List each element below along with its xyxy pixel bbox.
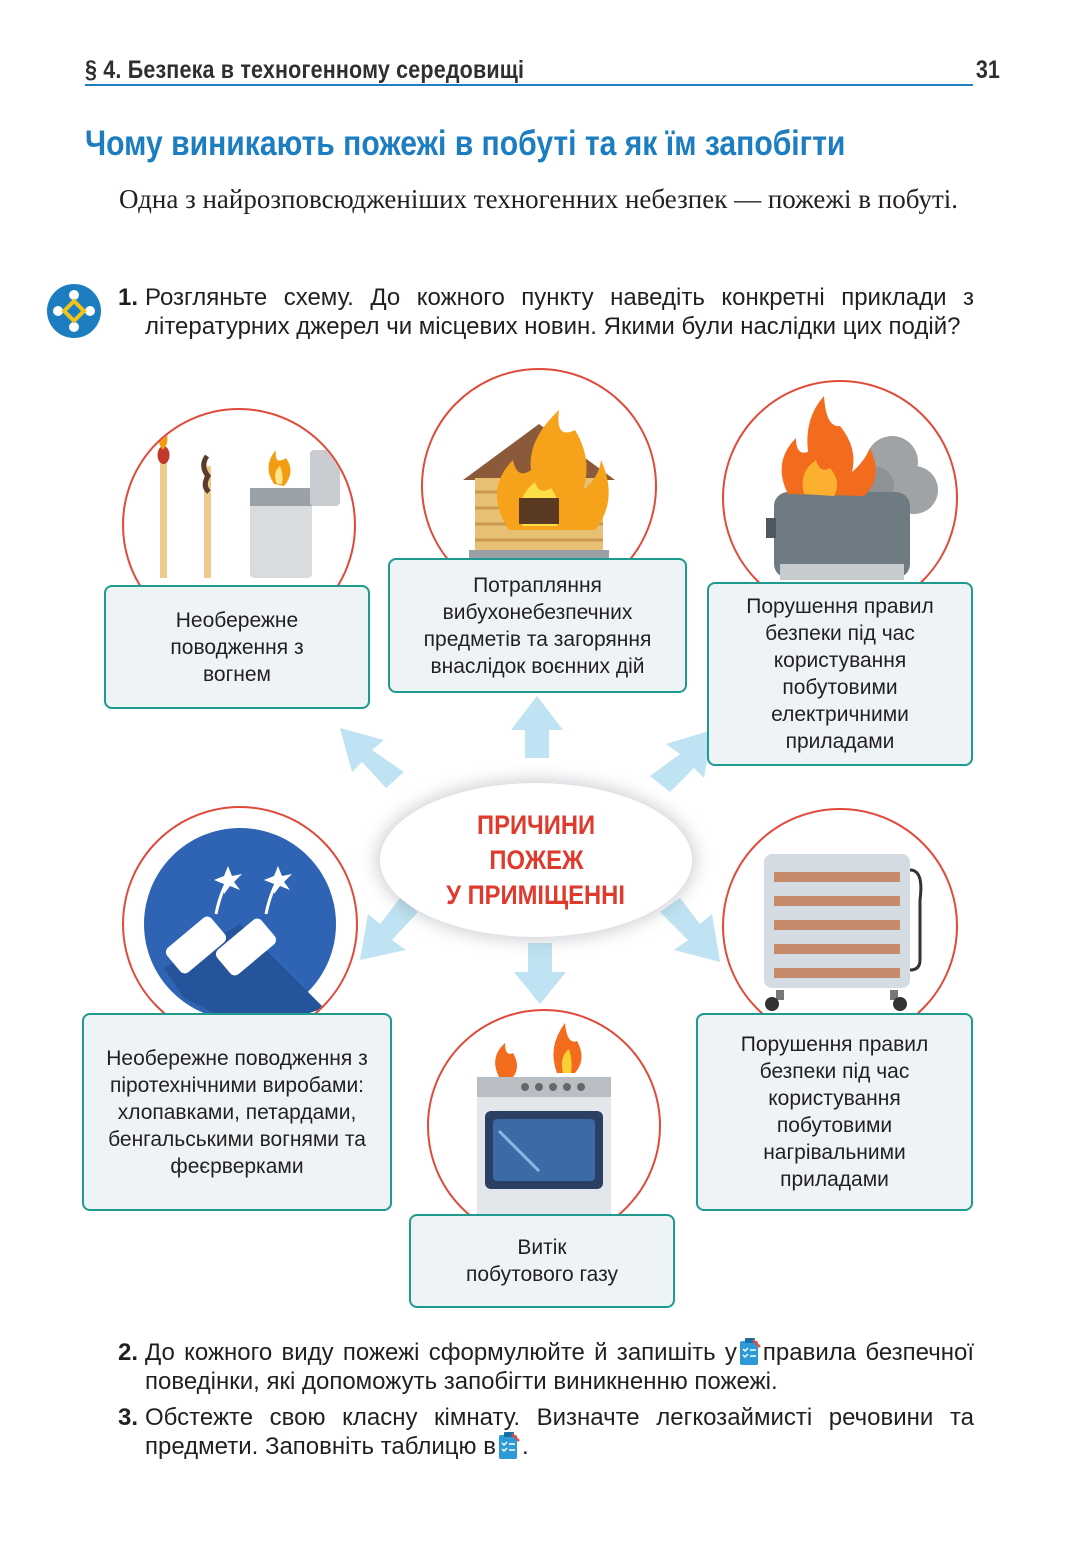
center-line-2: ПОЖЕЖ	[489, 843, 583, 878]
cause-text: Необережне поводження з піротехнічними в…	[96, 1045, 378, 1180]
group-activity-icon	[46, 283, 102, 339]
task-text-b: .	[522, 1433, 529, 1460]
arrow-up-right	[650, 730, 712, 792]
arrow-up-left	[340, 728, 404, 788]
center-line-1: ПРИЧИНИ	[477, 808, 595, 843]
cause-text: Порушення правил безпеки під час користу…	[727, 593, 953, 755]
task-text-a: Обстежте свою класну кімнату. Визначте л…	[145, 1404, 974, 1460]
diagram-center-label: ПРИЧИНИ ПОЖЕЖ У ПРИМІЩЕННІ	[380, 783, 692, 937]
task-number: 3.	[118, 1403, 138, 1432]
cause-box-gas: Витік побутового газу	[409, 1214, 675, 1308]
task-text-a: До кожного виду пожежі сформулюйте й зап…	[145, 1339, 737, 1366]
illustration-gas-stove	[427, 1009, 661, 1243]
task-number: 1.	[118, 283, 138, 312]
arrow-down-right	[660, 898, 720, 962]
illustration-burning-toaster	[722, 380, 958, 616]
intro-paragraph: Одна з найрозповсюдженіших техногенних н…	[85, 182, 973, 216]
task-text: Розгляньте схему. До кожного пункту наве…	[145, 283, 974, 341]
running-header: § 4. Безпека в техногенному середовищі 3…	[85, 54, 1000, 88]
illustration-electric-heater	[722, 808, 958, 1044]
cause-box-heating: Порушення правил безпеки під час користу…	[696, 1013, 973, 1211]
cause-box-pyro: Необережне поводження з піротехнічними в…	[82, 1013, 392, 1211]
cause-box-explosive: Потрапляння вибухонебезпечних предметів …	[388, 558, 687, 693]
task-number: 2.	[118, 1338, 138, 1367]
page-number: 31	[976, 56, 1000, 85]
cause-text: Витік побутового газу	[461, 1234, 623, 1288]
arrow-down	[514, 943, 566, 1004]
workbook-icon	[498, 1432, 520, 1460]
subsection-heading: Чому виникають пожежі в побуті та як їм …	[85, 124, 845, 164]
illustration-firecrackers	[122, 806, 358, 1042]
cause-box-electric: Порушення правил безпеки під час користу…	[707, 582, 973, 766]
cause-text: Порушення правил безпеки під час користу…	[716, 1031, 953, 1193]
arrow-up	[511, 696, 563, 758]
cause-box-fire: Необережне поводження з вогнем	[104, 585, 370, 709]
workbook-icon	[739, 1338, 761, 1366]
arrow-down-left	[360, 898, 418, 960]
cause-text: Потрапляння вибухонебезпечних предметів …	[406, 572, 669, 680]
cause-text: Необережне поводження з вогнем	[146, 607, 328, 688]
header-rule	[85, 84, 973, 86]
center-line-3: У ПРИМІЩЕННІ	[447, 878, 626, 913]
section-title: § 4. Безпека в техногенному середовищі	[85, 56, 524, 85]
